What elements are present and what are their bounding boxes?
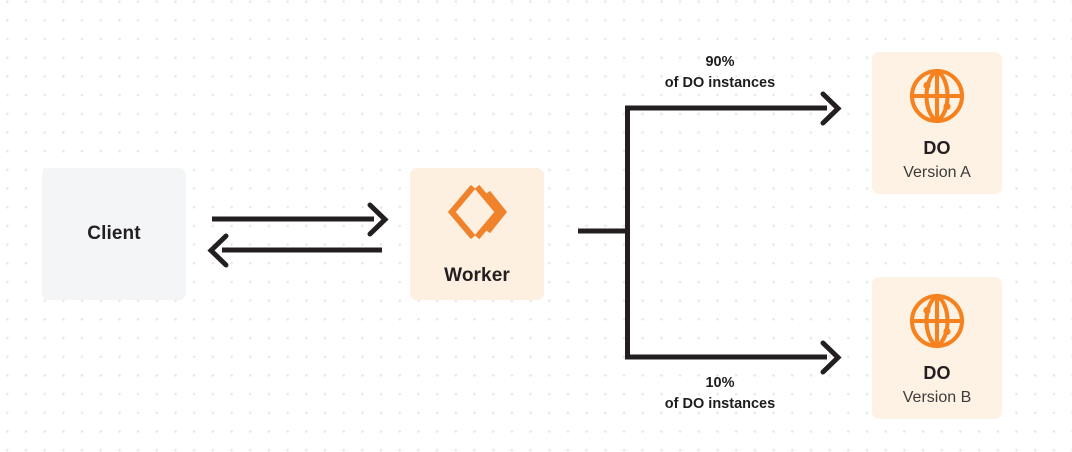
edge-client-to-worker xyxy=(212,202,389,237)
edge-worker-to-client xyxy=(207,233,382,268)
node-worker-label: Worker xyxy=(444,264,510,286)
edge-label-do-b-caption: of DO instances xyxy=(664,396,776,413)
node-client-label: Client xyxy=(87,222,141,244)
node-do-version-b[interactable]: DO Version B xyxy=(872,277,1002,419)
cloudflare-workers-icon xyxy=(446,181,508,243)
node-do-b-label: DO xyxy=(923,363,951,384)
node-do-b-sublabel: Version B xyxy=(902,388,972,406)
node-do-a-sublabel: Version A xyxy=(903,163,971,181)
globe-icon xyxy=(905,64,969,128)
node-do-a-label: DO xyxy=(923,138,951,159)
node-worker[interactable]: Worker xyxy=(410,168,544,300)
edge-label-do-a-caption: of DO instances xyxy=(664,75,776,92)
node-do-version-a[interactable]: DO Version A xyxy=(872,52,1002,194)
edge-label-do-a: 90% of DO instances xyxy=(620,52,820,94)
node-client[interactable]: Client xyxy=(42,168,186,300)
edge-label-do-b-percent: 10% xyxy=(705,375,735,391)
edge-label-do-a-percent: 90% xyxy=(705,54,735,70)
globe-icon xyxy=(905,289,969,353)
edge-worker-to-do-b xyxy=(625,340,842,375)
edge-label-do-b: 10% of DO instances xyxy=(620,373,820,415)
edge-worker-branch-trunk xyxy=(578,105,630,360)
edge-worker-to-do-a xyxy=(625,91,842,126)
